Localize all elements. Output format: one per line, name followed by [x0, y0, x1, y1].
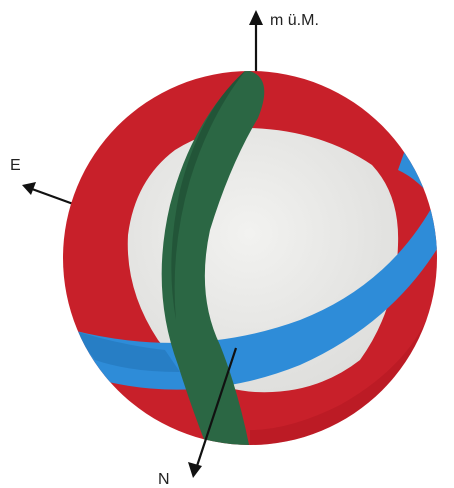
east-axis-line [32, 189, 76, 205]
east-arrowhead-icon [22, 182, 36, 195]
east-axis [22, 182, 76, 205]
north-axis-label: N [158, 471, 170, 488]
up-arrowhead-icon [249, 10, 263, 25]
east-axis-label: E [10, 157, 21, 174]
up-axis [249, 10, 263, 75]
up-axis-label: m ü.M. [270, 12, 319, 29]
sphere [62, 70, 448, 460]
north-arrowhead-icon [188, 462, 202, 478]
